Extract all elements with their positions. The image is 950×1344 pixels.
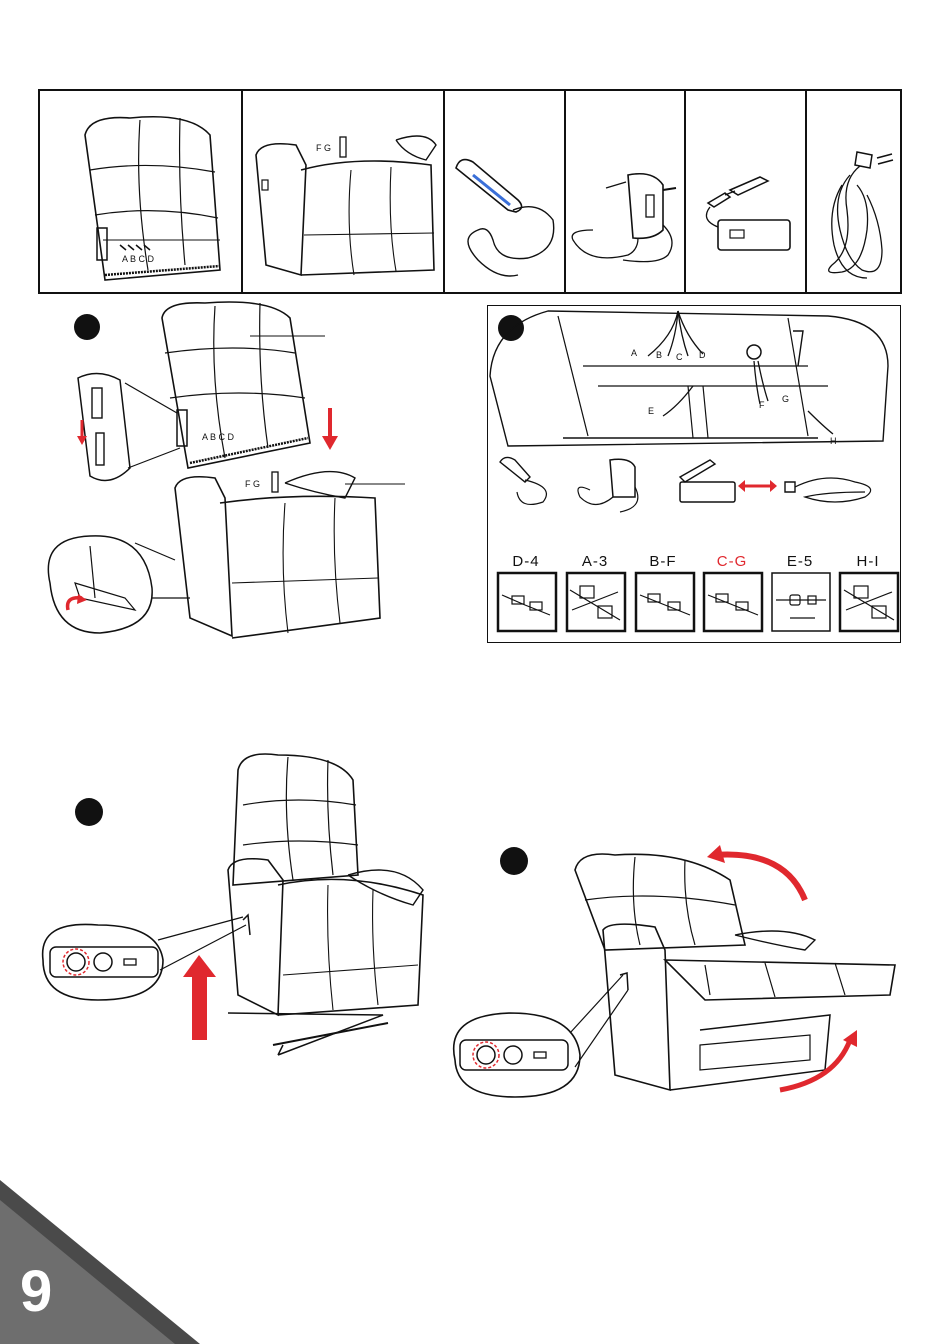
connection-panels: [490, 570, 900, 640]
cable-label-b: B: [656, 350, 662, 360]
cable-label-d: D: [699, 350, 706, 360]
step-4-illustration: [445, 835, 905, 1130]
step-1-seat-labels: F G: [245, 479, 260, 489]
cable-label-a: A: [631, 348, 637, 358]
seat-port-labels: F G: [316, 143, 331, 153]
connection-label-bf: B-F: [628, 553, 698, 570]
hand-control-illustration: [448, 150, 563, 285]
step-1-illustration: A B C D F G: [40, 298, 460, 643]
cable-label-g: G: [782, 394, 789, 404]
connection-label-d4: D-4: [491, 553, 561, 570]
connection-label-e5: E-5: [765, 553, 835, 570]
step-1-backrest-labels: A B C D: [202, 432, 235, 442]
step-3-illustration: [38, 745, 438, 1065]
step-2-wiring-diagram: A B C D E F G H: [488, 306, 900, 451]
power-adapter-illustration: [568, 160, 683, 285]
power-cord-illustration: [812, 140, 902, 285]
step-2-components: [495, 452, 895, 522]
cable-label-c: C: [676, 352, 683, 362]
cable-label-f: F: [759, 400, 765, 410]
cable-label-h: H: [830, 436, 837, 446]
battery-box-illustration: [690, 165, 800, 260]
backrest-illustration: A B C D: [70, 110, 235, 285]
connection-label-cg: C-G: [697, 553, 767, 570]
seat-illustration: F G: [246, 125, 441, 285]
connection-label-a3: A-3: [560, 553, 630, 570]
connection-label-hi: H-I: [833, 553, 903, 570]
backrest-port-labels: A B C D: [122, 254, 155, 264]
page-number: 9: [20, 1258, 52, 1325]
cable-label-e: E: [648, 406, 654, 416]
